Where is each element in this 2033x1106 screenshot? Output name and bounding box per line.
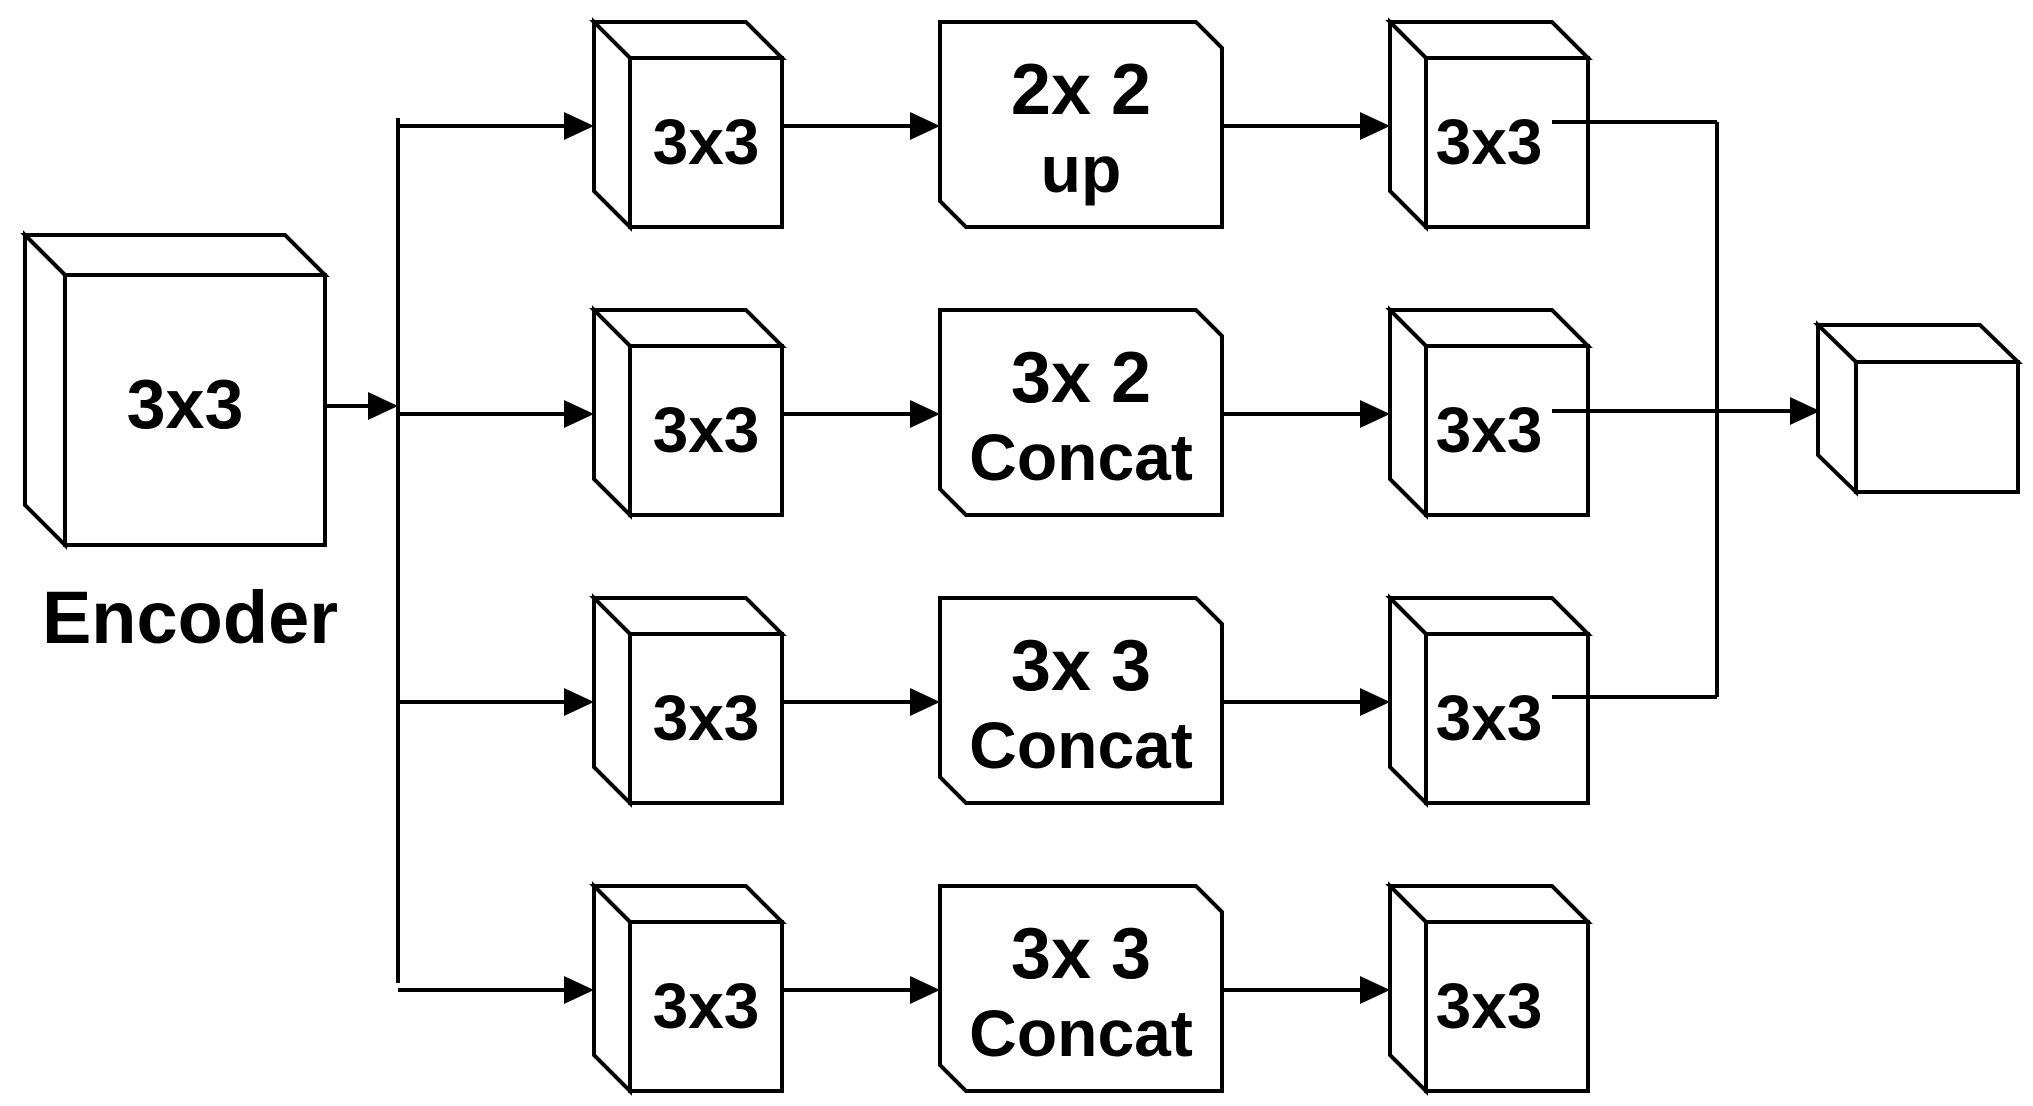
encoder-caption: Encoder — [42, 576, 338, 659]
op-label-line1: 3x 3 — [1011, 914, 1151, 994]
conv-out-block: 3x3 — [1385, 305, 1593, 520]
op-label-line2: Concat — [969, 996, 1193, 1070]
conv-out-label: 3x3 — [1436, 106, 1543, 178]
arrowhead — [910, 688, 940, 716]
op-label-line1: 3x 3 — [1011, 626, 1151, 706]
conv-out-block: 3x3 — [1385, 881, 1593, 1096]
arrowhead — [1360, 112, 1390, 140]
merge-connector — [1552, 120, 1820, 699]
branch-row: 3x3 2x 2up 3x3 — [398, 17, 1593, 232]
output-block — [1813, 320, 2023, 497]
op-block: 2x 2up — [938, 20, 1224, 229]
arrowhead — [910, 400, 940, 428]
conv-out-block: 3x3 — [1385, 593, 1593, 808]
encoder-block: 3x3 — [20, 230, 330, 550]
arrowhead — [564, 688, 594, 716]
encoder-block-label: 3x3 — [127, 365, 244, 443]
conv-in-label: 3x3 — [653, 106, 760, 178]
arrowhead — [910, 976, 940, 1004]
conv-in-block: 3x3 — [589, 17, 787, 232]
encoder-connector — [325, 118, 400, 983]
conv-out-block: 3x3 — [1385, 17, 1593, 232]
op-label-line2: up — [1041, 132, 1122, 206]
arrowhead — [1360, 400, 1390, 428]
arrowhead — [910, 112, 940, 140]
conv-out-label: 3x3 — [1436, 682, 1543, 754]
arrowhead — [564, 400, 594, 428]
op-label-line2: Concat — [969, 708, 1193, 782]
conv-in-label: 3x3 — [653, 682, 760, 754]
op-label-line1: 2x 2 — [1011, 50, 1151, 130]
arrowhead — [1360, 976, 1390, 1004]
conv-out-label: 3x3 — [1436, 394, 1543, 466]
conv-in-label: 3x3 — [653, 394, 760, 466]
conv-in-block: 3x3 — [589, 593, 787, 808]
arrowhead — [564, 112, 594, 140]
conv-in-label: 3x3 — [653, 970, 760, 1042]
op-label-line1: 3x 2 — [1011, 338, 1151, 418]
conv-in-block: 3x3 — [589, 305, 787, 520]
arrowhead — [1360, 688, 1390, 716]
arrowhead — [564, 976, 594, 1004]
conv-in-block: 3x3 — [589, 881, 787, 1096]
conv-out-label: 3x3 — [1436, 970, 1543, 1042]
arrowhead — [368, 392, 398, 420]
op-label-line2: Concat — [969, 420, 1193, 494]
arrowhead — [1790, 397, 1820, 425]
